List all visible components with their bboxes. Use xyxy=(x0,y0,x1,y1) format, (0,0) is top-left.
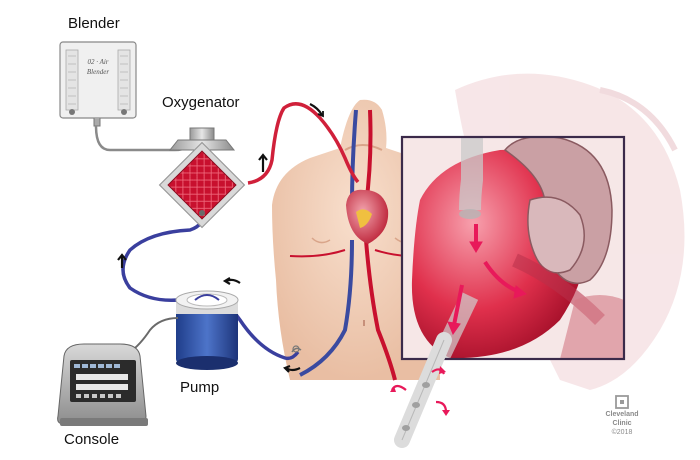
blender-label: Blender xyxy=(68,15,120,32)
inset-heart-view xyxy=(400,135,626,361)
blender-face-line1: 02 · Air xyxy=(87,58,109,66)
credit-line1: Cleveland xyxy=(605,411,639,418)
blender-face-line2: Blender xyxy=(86,68,110,76)
logo-icon xyxy=(615,395,629,409)
inset-flow-arrows xyxy=(447,224,528,336)
torso-heart xyxy=(346,189,389,244)
blender-device xyxy=(59,41,192,152)
torso xyxy=(272,99,440,380)
console-label: Console xyxy=(64,431,120,448)
pump-label: Pump xyxy=(180,379,220,396)
credit-line2: Clinic xyxy=(612,420,632,427)
arterial-return-tube xyxy=(247,102,360,185)
pump-to-oxygenator-tube xyxy=(121,209,207,302)
oxygenator-device xyxy=(158,127,246,229)
flow-arrows xyxy=(117,103,324,373)
pump-device xyxy=(129,290,239,370)
oxygenator-label: Oxygenator xyxy=(162,94,240,111)
credit-line3: ©2018 xyxy=(611,429,633,436)
femoral-cannula xyxy=(291,345,302,353)
venous-cannula-tip xyxy=(390,332,452,448)
console-device xyxy=(57,343,148,426)
